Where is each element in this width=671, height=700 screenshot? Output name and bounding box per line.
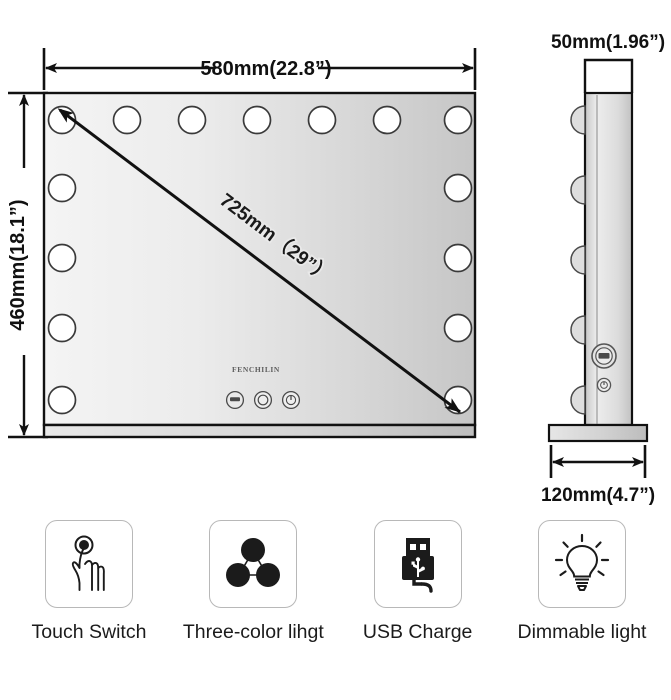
bulb [372, 105, 402, 135]
feature-three-color-light: Three-color lihgt [174, 520, 332, 644]
side-body [583, 91, 634, 427]
color-temperature-button[interactable] [253, 390, 273, 410]
height-dimension-label: 460mm(18.1”) [7, 199, 29, 330]
bulb [570, 315, 586, 345]
feature-icon-box [373, 520, 462, 608]
usb-port-button[interactable] [225, 390, 245, 410]
feature-icon-box [209, 520, 298, 608]
feature-usb-charge: USB Charge [339, 520, 497, 644]
bulb [443, 173, 473, 203]
feature-row: Touch Switch Three-color lihgt [0, 520, 671, 700]
usb-plug-icon [401, 538, 434, 593]
width-dimension-label: 580mm(22.8”) [200, 58, 331, 80]
height-dimension: 460mm(18.1”) [7, 91, 48, 439]
light-bulb-icon [554, 533, 610, 591]
bulb [443, 243, 473, 273]
front-control-panel [225, 390, 301, 410]
side-power-switch[interactable] [596, 377, 612, 393]
bulb [570, 175, 586, 205]
bulb [177, 105, 207, 135]
feature-label: Touch Switch [31, 621, 147, 643]
depth-dimension-label: 50mm(1.96”) [551, 32, 665, 53]
side-bulb-column [570, 105, 586, 415]
bulb [242, 105, 272, 135]
feature-icon-box [45, 520, 133, 608]
bulb [47, 313, 77, 343]
hand-touch-icon [71, 535, 105, 591]
feature-label: Dimmable light [517, 621, 647, 643]
bulb [47, 173, 77, 203]
side-control-panel [591, 343, 617, 393]
side-base [547, 423, 649, 443]
feature-icon-box [537, 520, 626, 608]
mirror-base-strip [42, 423, 477, 439]
side-usb-port[interactable] [591, 343, 617, 369]
bulb [112, 105, 142, 135]
brand-logo: FENCHILIN [232, 365, 280, 374]
bulb [443, 313, 473, 343]
bulb [47, 243, 77, 273]
bulb [570, 245, 586, 275]
base-width-dimension: 120mm(4.7”) [541, 445, 655, 506]
bulb [570, 385, 586, 415]
base-width-dimension-label: 120mm(4.7”) [541, 485, 655, 506]
bulb [443, 105, 473, 135]
bulb [307, 105, 337, 135]
feature-touch-switch: Touch Switch [10, 520, 168, 644]
bulb [570, 105, 586, 135]
feature-label: USB Charge [362, 621, 473, 643]
depth-dimension: 50mm(1.96”) [551, 32, 665, 93]
bulb [47, 385, 77, 415]
three-circles-icon [226, 538, 281, 587]
feature-dimmable-light: Dimmable light [503, 520, 661, 644]
width-dimension: 580mm(22.8”) [42, 48, 477, 90]
feature-label: Three-color lihgt [182, 621, 324, 643]
power-button[interactable] [281, 390, 301, 410]
